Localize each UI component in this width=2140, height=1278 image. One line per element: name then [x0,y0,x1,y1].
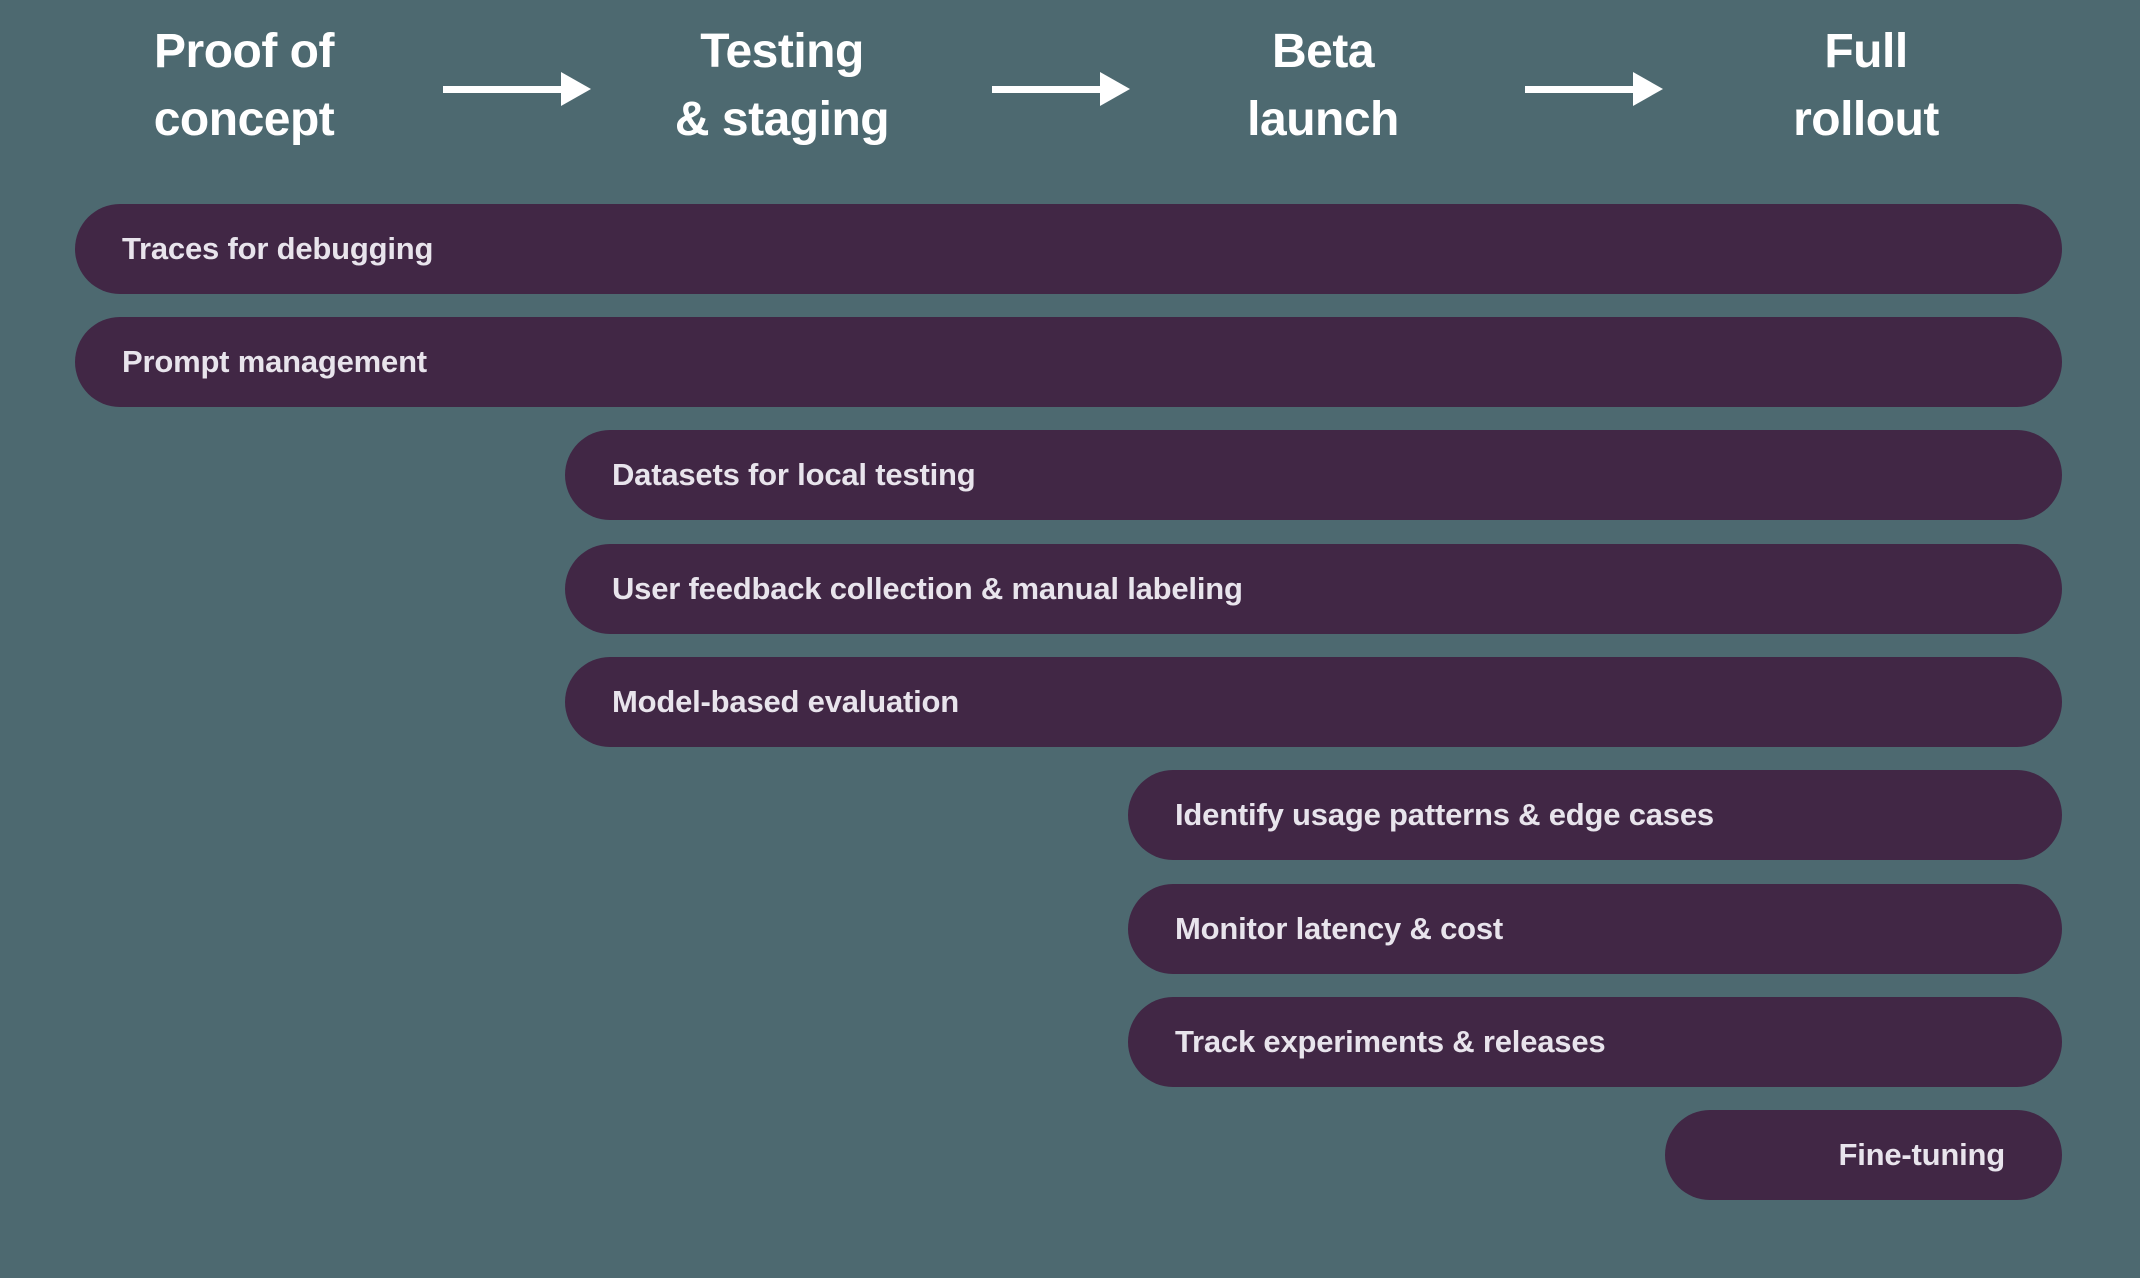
capability-bar-label: Model-based evaluation [612,684,959,719]
stage-label-line-1: Proof of [154,25,334,78]
capability-bar[interactable]: Monitor latency & cost [1128,884,2062,974]
arrow-1-icon [443,72,591,106]
arrow-2-icon [992,72,1130,106]
capability-bar[interactable]: Traces for debugging [75,204,2062,294]
capability-bar[interactable]: Model-based evaluation [565,657,2062,747]
arrow-head [1100,72,1130,106]
stage-label-line-1: Full [1824,25,1908,78]
arrow-head [561,72,591,106]
capability-bar-label: Prompt management [122,344,427,379]
stage-label-line-1: Beta [1271,25,1375,78]
capability-bar[interactable]: Prompt management [75,317,2062,407]
stage-label-3: Beta launch [1123,18,1523,154]
capability-bar-label: Monitor latency & cost [1175,911,1504,946]
stage-label-line-1: Testing [700,25,864,78]
capability-bar-label: User feedback collection & manual labeli… [612,571,1243,606]
capability-bar[interactable]: Datasets for local testing [565,430,2062,520]
capability-bar[interactable]: Fine-tuning [1665,1110,2062,1200]
arrow-head [1633,72,1663,106]
capability-bar-label: Identify usage patterns & edge cases [1175,797,1714,832]
arrow-shaft [443,86,563,93]
arrow-shaft [1525,86,1635,93]
stage-label-line-2: & staging [674,93,890,146]
capability-bar[interactable]: Track experiments & releases [1128,997,2062,1087]
arrow-3-icon [1525,72,1663,106]
capability-bar-label: Traces for debugging [122,231,434,266]
capability-bar-label: Track experiments & releases [1175,1024,1606,1059]
stage-label-line-2: rollout [1793,93,1939,146]
stage-label-4: Full rollout [1666,18,2066,154]
capability-bar[interactable]: Identify usage patterns & edge cases [1128,770,2062,860]
stage-label-line-2: launch [1247,93,1399,146]
capability-bar[interactable]: User feedback collection & manual labeli… [565,544,2062,634]
stage-label-2: Testing & staging [582,18,982,154]
arrow-shaft [992,86,1102,93]
capability-bar-label: Datasets for local testing [612,457,976,492]
stage-label-1: Proof of concept [44,18,444,154]
capability-bar-label: Fine-tuning [1838,1137,2005,1172]
stage-label-line-2: concept [153,93,335,146]
